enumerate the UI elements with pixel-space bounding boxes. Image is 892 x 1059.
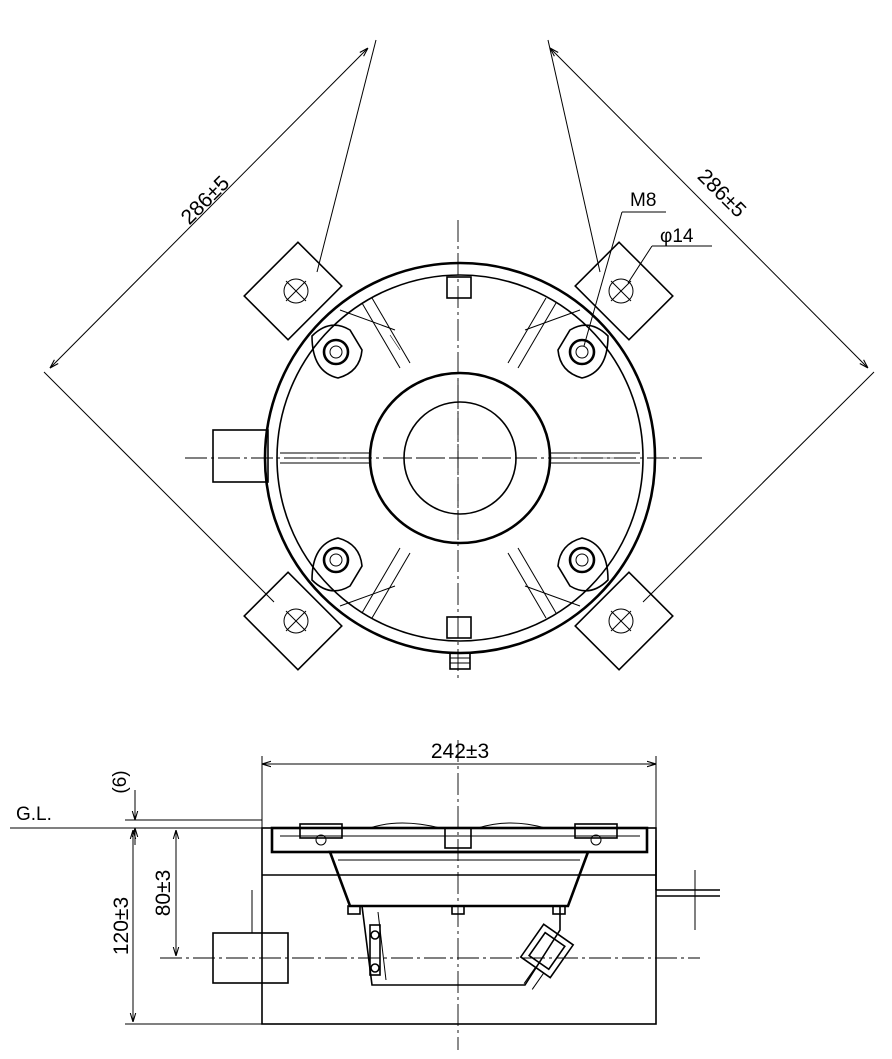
cable-gland (519, 923, 575, 990)
bolt-lug-top-right (557, 324, 609, 379)
conduit-boss-left (212, 429, 269, 483)
drain-fitting (449, 652, 471, 670)
lower-body (361, 905, 561, 986)
m8-callout: M8 (583, 190, 666, 347)
offset-dim-text: (6) (110, 770, 131, 793)
diag-dim-right-text: 286±5 (693, 165, 750, 222)
bottom-notch (446, 616, 472, 639)
motor-housing (328, 850, 590, 908)
top-flange (270, 822, 649, 854)
right-bracket (655, 840, 720, 930)
mounting-tab-top-left (243, 241, 343, 341)
hole-callout: φ14 (627, 226, 712, 284)
diag-dim-left-text: 286±5 (177, 172, 234, 229)
bolt-lug-bottom-left (311, 537, 363, 592)
plan-view: 286±5 286±5 M8 φ14 (43, 39, 875, 680)
height-dimension-total: 120±3 (110, 830, 262, 1025)
height-total-text: 120±3 (110, 897, 133, 955)
box-outline (261, 827, 657, 1025)
side-view: G.L. 242±3 (6) 120±3 80±3 (10, 740, 720, 1050)
height-inner-text: 80±3 (152, 870, 175, 917)
hole-label: φ14 (660, 226, 694, 247)
bolt-lug-top-left (311, 324, 363, 379)
width-dimension: 242±3 (261, 740, 657, 828)
bolt-lug-bottom-right (557, 537, 609, 592)
conduit-stub (212, 932, 289, 984)
width-dim-text: 242±3 (431, 740, 489, 763)
m8-label: M8 (630, 190, 656, 211)
central-hub-outer (368, 371, 552, 545)
ground-level-label: G.L. (16, 804, 52, 825)
diag-dimension-right: 286±5 (547, 39, 875, 603)
top-notch (446, 276, 472, 299)
inner-casing-ring (276, 274, 644, 642)
height-dimension-inner: 80±3 (152, 827, 262, 956)
diag-dimension-left: 286±5 (43, 39, 377, 603)
